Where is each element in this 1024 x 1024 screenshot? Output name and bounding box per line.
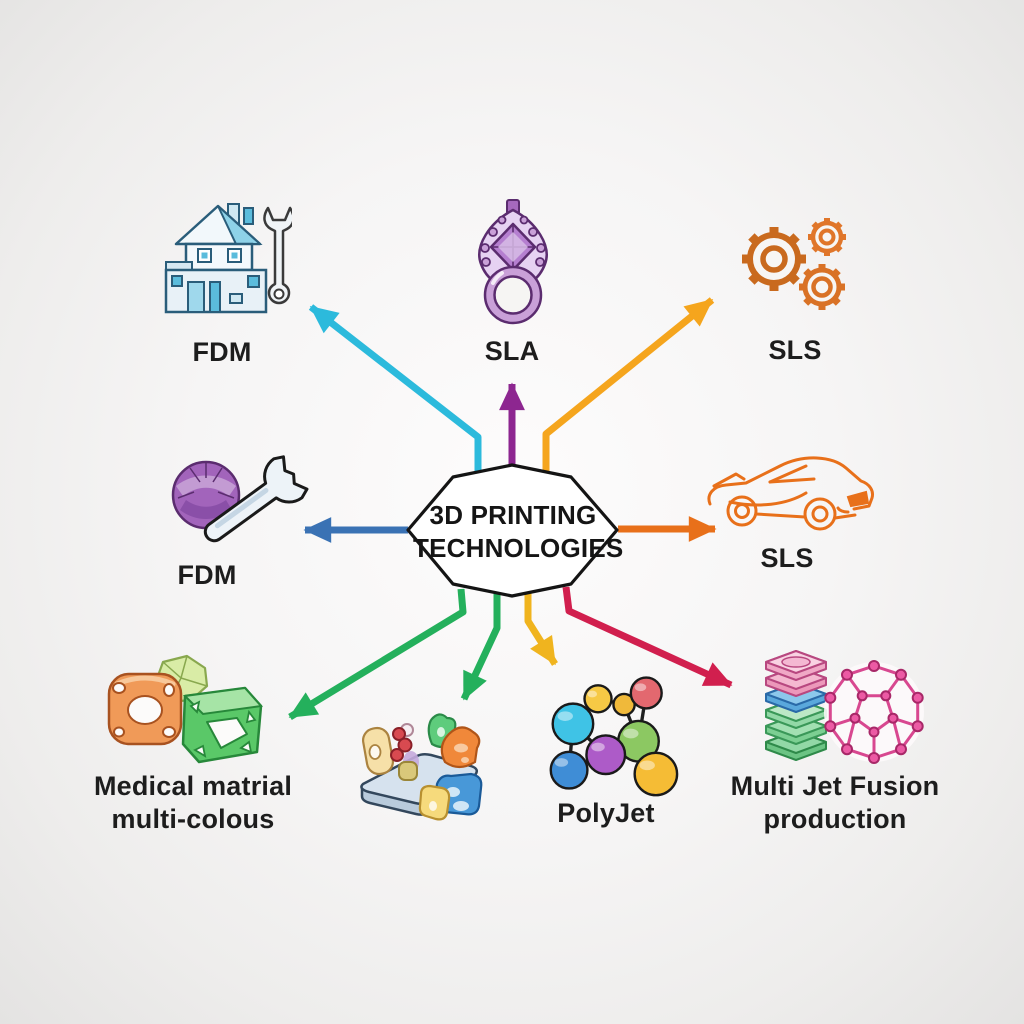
lattice-cubes-icon — [107, 654, 263, 764]
medical-label-line2: multi-colous — [111, 804, 275, 834]
house-wrench-icon — [164, 203, 292, 314]
center-title-line1: 3D PRINTING — [429, 500, 597, 530]
center-hexagon-outline — [406, 463, 619, 598]
arrow-top-right — [542, 297, 715, 471]
node-label-multi-jet-fusion: Multi Jet Fusion production — [730, 770, 940, 836]
center-title-line2: TECHNOLOGIES — [413, 533, 624, 563]
wrench-icon — [263, 206, 292, 305]
sports-car-icon — [707, 456, 874, 531]
layer-stack-lattice-icon — [765, 650, 924, 764]
gears-icon — [742, 218, 846, 310]
node-label-fdm-prototyping: FDM — [177, 560, 237, 590]
sphere-wrench-icon — [171, 455, 309, 543]
arrow-top-left — [308, 304, 482, 471]
arrow-bottom-right — [562, 586, 733, 689]
arrow-bottom-left — [288, 588, 467, 720]
node-label-fdm-architecture: FDM — [192, 337, 252, 367]
node-label-sls-automotive: SLS — [760, 543, 814, 573]
center-title: 3D PRINTING TECHNOLOGIES — [413, 499, 624, 565]
build-plate-icon — [360, 713, 483, 821]
node-label-sla: SLA — [484, 336, 540, 366]
molecule-icon — [549, 676, 679, 797]
medical-label-line1: Medical matrial — [93, 771, 293, 801]
mjf-label-line2: production — [763, 804, 907, 834]
node-label-sls-gears: SLS — [768, 335, 822, 365]
wrench-icon — [203, 455, 309, 543]
arrow-bottom-center-right — [524, 593, 558, 666]
arrow-bottom-center-left — [460, 594, 501, 701]
node-label-medical-material: Medical matrial multi-colous — [88, 770, 298, 836]
mjf-label-line1: Multi Jet Fusion — [730, 771, 940, 801]
center-hexagon — [408, 465, 617, 596]
node-label-polyjet: PolyJet — [557, 798, 655, 828]
jewelry-ring-icon — [478, 199, 548, 325]
